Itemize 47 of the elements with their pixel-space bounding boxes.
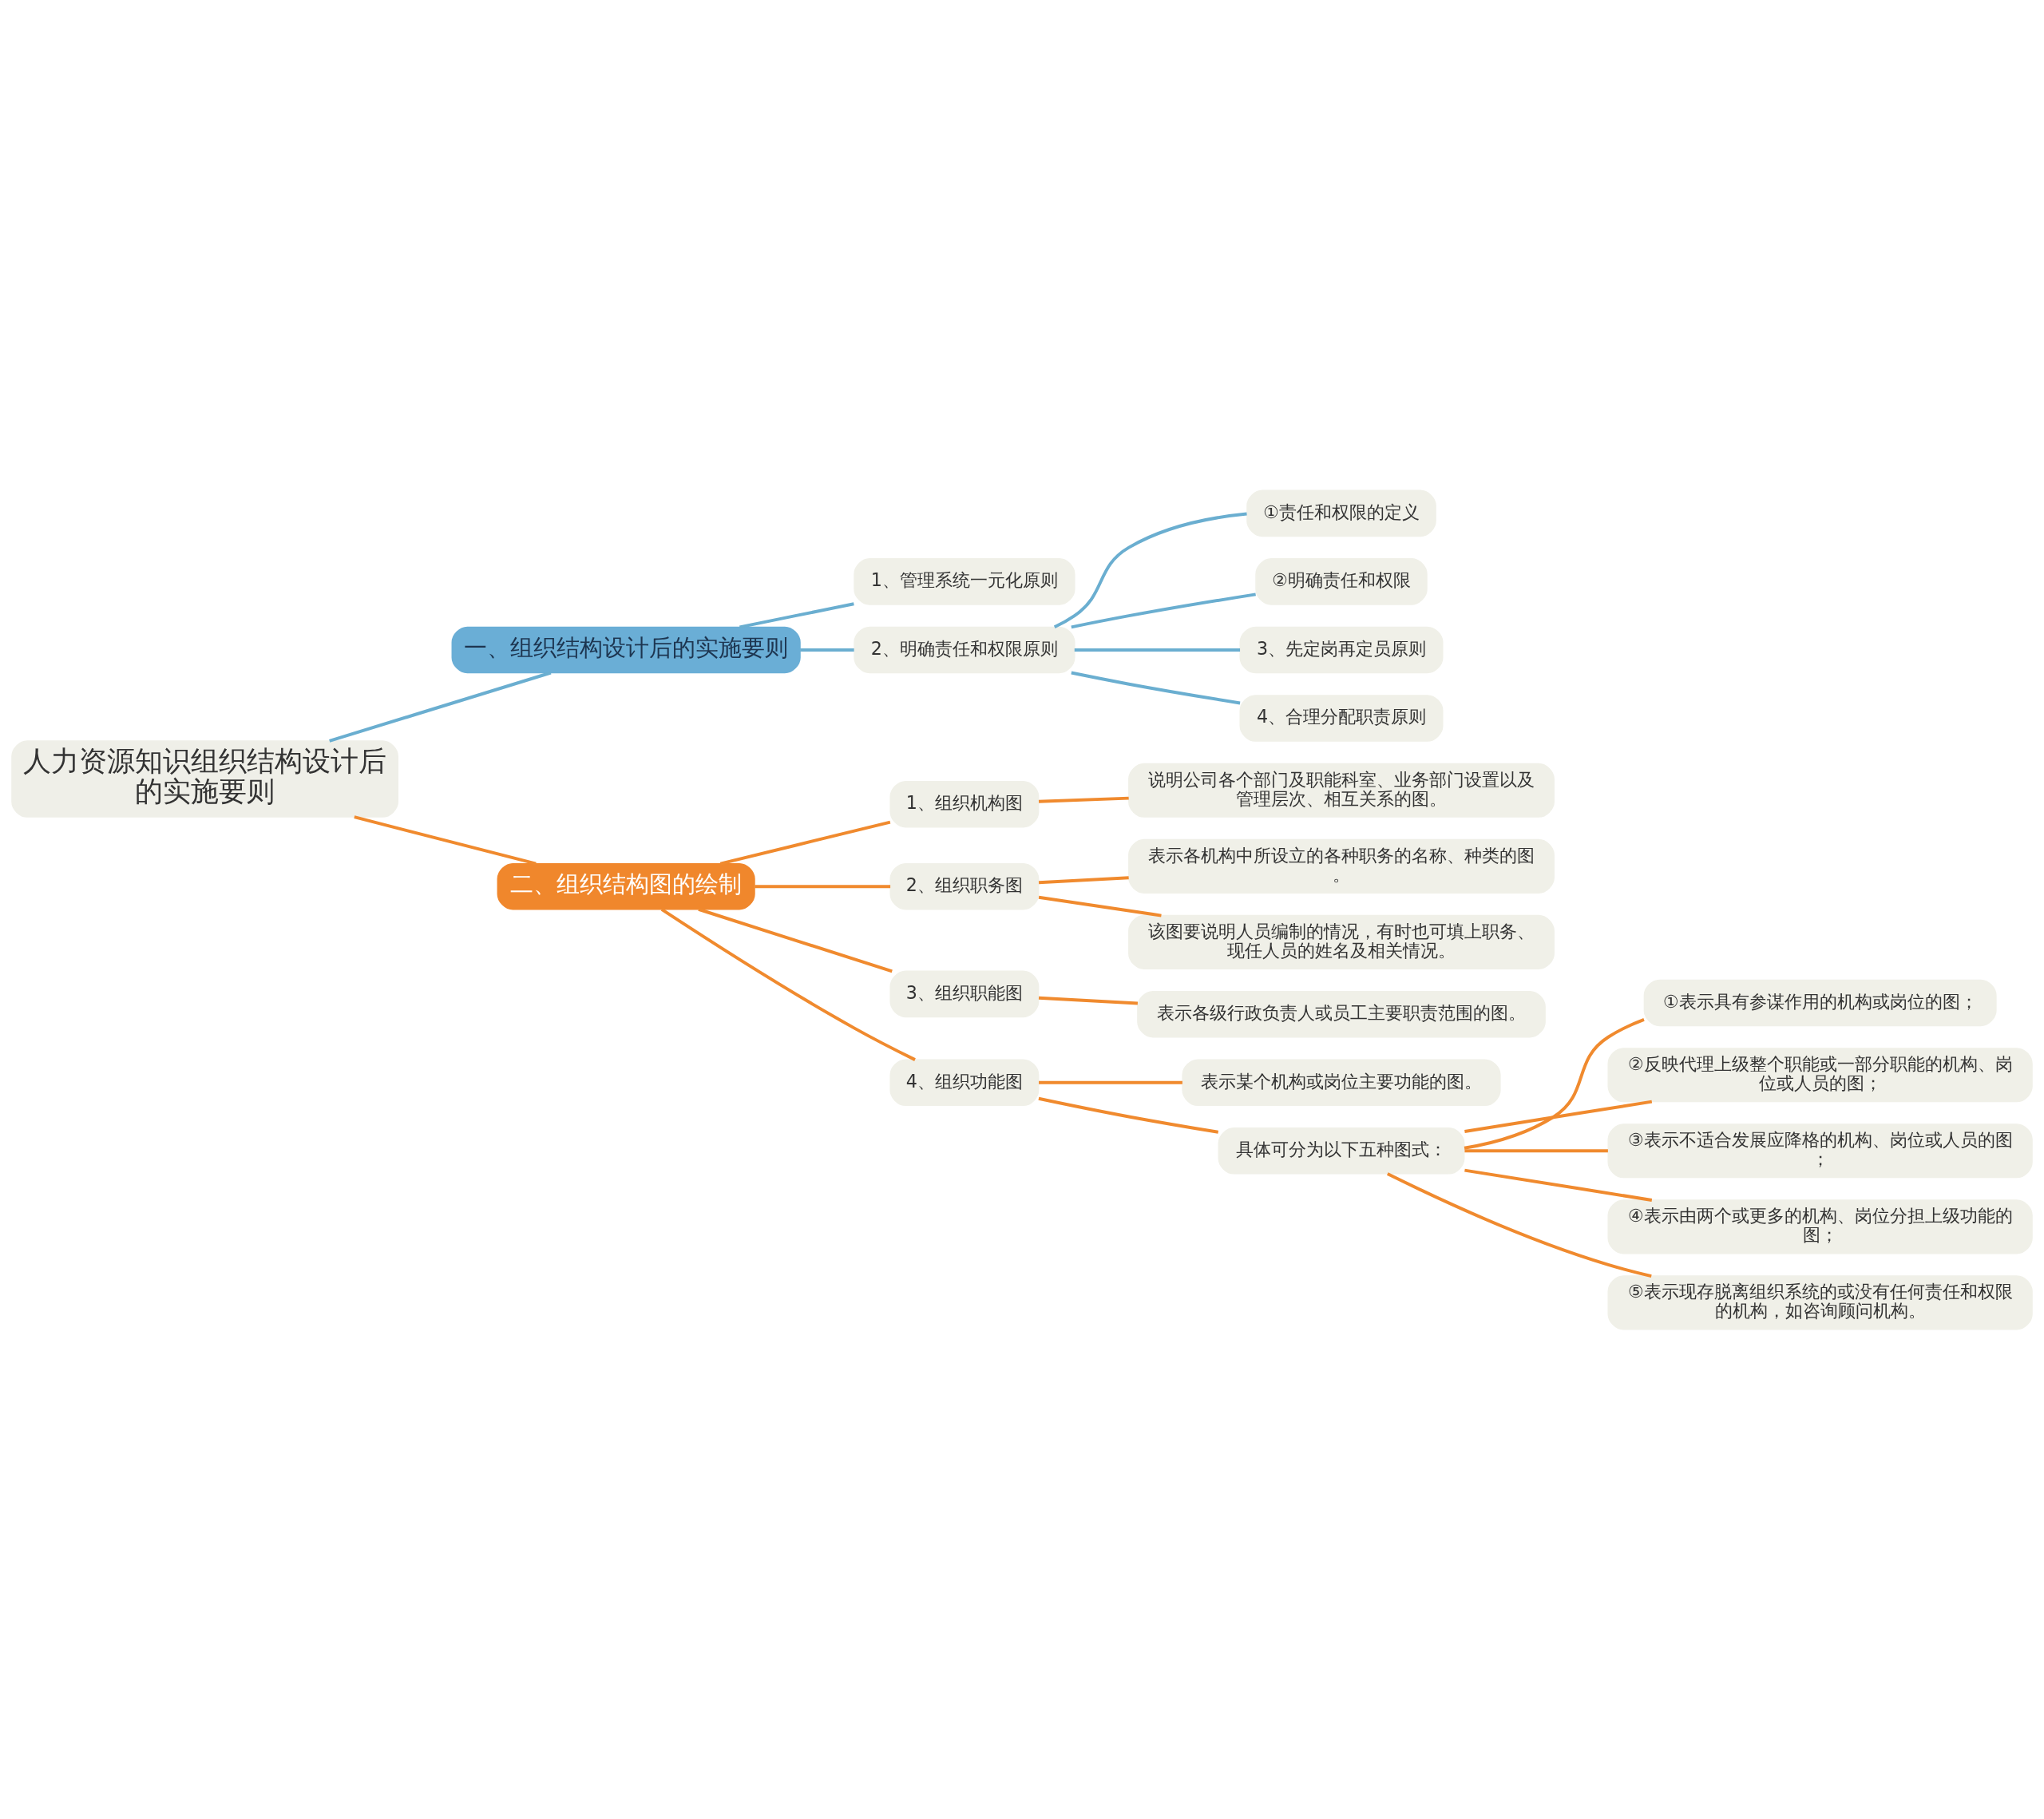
node-box: ②反映代理上级整个职能或一部分职能的机构、岗位或人员的图； — [1607, 1047, 2033, 1102]
node-box: 1、管理系统一元化原则 — [854, 557, 1075, 605]
node-box: 二、组织结构图的绘制 — [497, 862, 755, 910]
connector — [1464, 1148, 1608, 1152]
node-box: 表示某个机构或岗位主要功能的图。 — [1182, 1058, 1501, 1106]
connector — [739, 601, 854, 628]
connector — [1038, 875, 1129, 884]
node-box: ④表示由两个或更多的机构、岗位分担上级功能的图； — [1607, 1199, 2033, 1254]
connector — [1039, 1080, 1182, 1084]
node-box: ①责任和权限的定义 — [1246, 489, 1436, 537]
connector — [800, 648, 854, 652]
node-box: 4、合理分配职责原则 — [1239, 694, 1444, 742]
node-box: ⑤表示现存脱离组织系统的或没有任何责任和权限的机构，如咨询顾问机构。 — [1607, 1274, 2033, 1330]
node-box: 2、组织职务图 — [889, 862, 1040, 910]
connector — [1053, 512, 1247, 628]
connector — [755, 884, 891, 888]
connector — [1038, 996, 1139, 1005]
connector — [1038, 1096, 1219, 1134]
connector — [1464, 1017, 1645, 1150]
node-box: 2、明确责任和权限原则 — [854, 626, 1075, 673]
node-box: 表示各机构中所设立的各种职务的名称、种类的图。 — [1128, 838, 1555, 894]
node-box: 1、组织机构图 — [889, 780, 1040, 827]
connector — [329, 671, 552, 743]
connector — [1071, 592, 1256, 628]
node-box: 说明公司各个部门及职能科室、业务部门设置以及管理层次、相互关系的图。 — [1128, 763, 1555, 818]
connector — [1386, 1171, 1652, 1278]
node-box: 3、先定岗再定员原则 — [1239, 626, 1444, 673]
node-box: 该图要说明人员编制的情况，有时也可填上职务、现任人员的姓名及相关情况。 — [1128, 914, 1555, 969]
connector — [1038, 895, 1162, 917]
node-box: ①表示具有参谋作用的机构或岗位的图； — [1643, 979, 1997, 1026]
node-box: 表示各级行政负责人或员工主要职责范围的图。 — [1137, 990, 1546, 1037]
connector — [1074, 648, 1241, 652]
connector — [1038, 796, 1129, 803]
connector — [698, 907, 893, 973]
node-box: 3、组织职能图 — [889, 970, 1040, 1017]
node-box: ②明确责任和权限 — [1255, 557, 1428, 605]
connector — [719, 820, 891, 866]
connector — [660, 907, 916, 1061]
node-box: 人力资源知识组织结构设计后的实施要则 — [11, 739, 398, 818]
connector — [1464, 1100, 1653, 1133]
connector — [354, 814, 537, 866]
node-box: ③表示不适合发展应降格的机构、岗位或人员的图； — [1607, 1123, 2033, 1178]
node-box: 具体可分为以下五种图式： — [1218, 1127, 1465, 1175]
connector — [1464, 1168, 1653, 1202]
node-box: 4、组织功能图 — [889, 1058, 1040, 1106]
connector — [1071, 671, 1241, 704]
node-box: 一、组织结构设计后的实施要则 — [451, 626, 801, 673]
